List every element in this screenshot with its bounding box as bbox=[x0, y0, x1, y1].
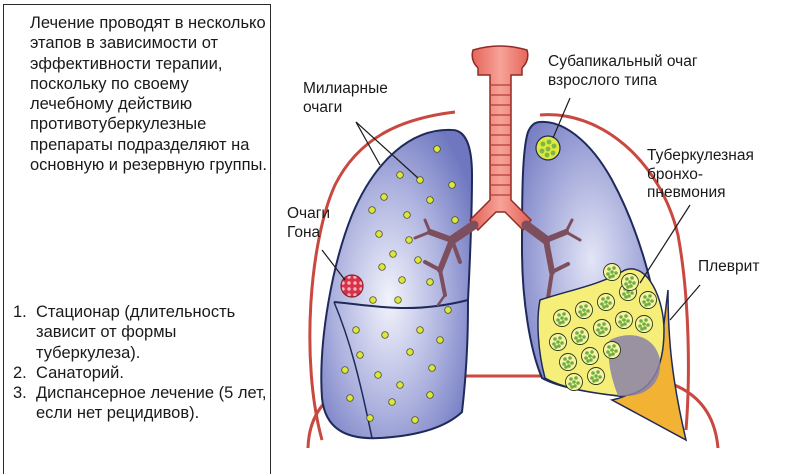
label-subapical: Субапикальный очаг взрослого типа bbox=[548, 53, 733, 90]
bronchopneumonia-focus bbox=[550, 334, 567, 351]
bronchopneumonia-focus bbox=[572, 328, 589, 345]
label-ghon: Очаги Гона bbox=[287, 205, 345, 242]
miliary-focus bbox=[397, 382, 404, 389]
miliary-focus bbox=[412, 417, 419, 424]
miliary-focus bbox=[353, 327, 360, 334]
miliary-leader-1 bbox=[356, 122, 380, 165]
bronchopneumonia-focus bbox=[566, 374, 583, 391]
miliary-focus bbox=[434, 146, 441, 153]
miliary-focus bbox=[370, 297, 377, 304]
miliary-focus bbox=[369, 207, 376, 214]
label-bronchopneumonia: Туберкулезная бронхо- пневмония bbox=[647, 147, 777, 203]
bronchopneumonia-focus bbox=[554, 310, 571, 327]
miliary-focus bbox=[406, 237, 413, 244]
miliary-focus bbox=[347, 395, 354, 402]
miliary-focus bbox=[445, 307, 452, 314]
bronchopneumonia-focus bbox=[576, 302, 593, 319]
label-miliary: Милиарные очаги bbox=[303, 80, 403, 117]
bronchopneumonia-focus bbox=[588, 368, 605, 385]
miliary-focus bbox=[427, 197, 434, 204]
miliary-focus bbox=[379, 264, 386, 271]
miliary-focus bbox=[427, 279, 434, 286]
miliary-focus bbox=[389, 399, 396, 406]
bronchopneumonia-focus bbox=[582, 348, 599, 365]
label-pleurisy: Плеврит bbox=[698, 258, 778, 277]
miliary-focus bbox=[397, 172, 404, 179]
miliary-focus bbox=[390, 251, 397, 258]
miliary-focus bbox=[427, 392, 434, 399]
bronchopneumonia-focus bbox=[560, 354, 577, 371]
miliary-focus bbox=[449, 182, 456, 189]
miliary-focus bbox=[342, 367, 349, 374]
bronchopneumonia-focus bbox=[640, 292, 657, 309]
miliary-focus bbox=[407, 349, 414, 356]
miliary-focus bbox=[429, 365, 436, 372]
miliary-focus bbox=[382, 332, 389, 339]
miliary-focus bbox=[399, 277, 406, 284]
miliary-focus bbox=[376, 231, 383, 238]
miliary-focus bbox=[357, 352, 364, 359]
miliary-focus bbox=[367, 415, 374, 422]
bronchopneumonia-focus bbox=[636, 316, 653, 333]
bronchopneumonia-focus bbox=[616, 312, 633, 329]
bronchopneumonia-focus bbox=[604, 342, 621, 359]
miliary-focus bbox=[404, 212, 411, 219]
miliary-focus bbox=[452, 217, 459, 224]
bronchopneumonia-focus bbox=[622, 274, 639, 291]
miliary-focus bbox=[417, 327, 424, 334]
miliary-focus bbox=[381, 194, 388, 201]
miliary-focus bbox=[415, 257, 422, 264]
bronchopneumonia-focus bbox=[604, 264, 621, 281]
subapical-focus bbox=[536, 136, 560, 160]
miliary-focus bbox=[375, 372, 382, 379]
miliary-focus bbox=[437, 337, 444, 344]
bronchopneumonia-focus bbox=[598, 294, 615, 311]
miliary-focus bbox=[395, 297, 402, 304]
bronchopneumonia-focus bbox=[594, 320, 611, 337]
